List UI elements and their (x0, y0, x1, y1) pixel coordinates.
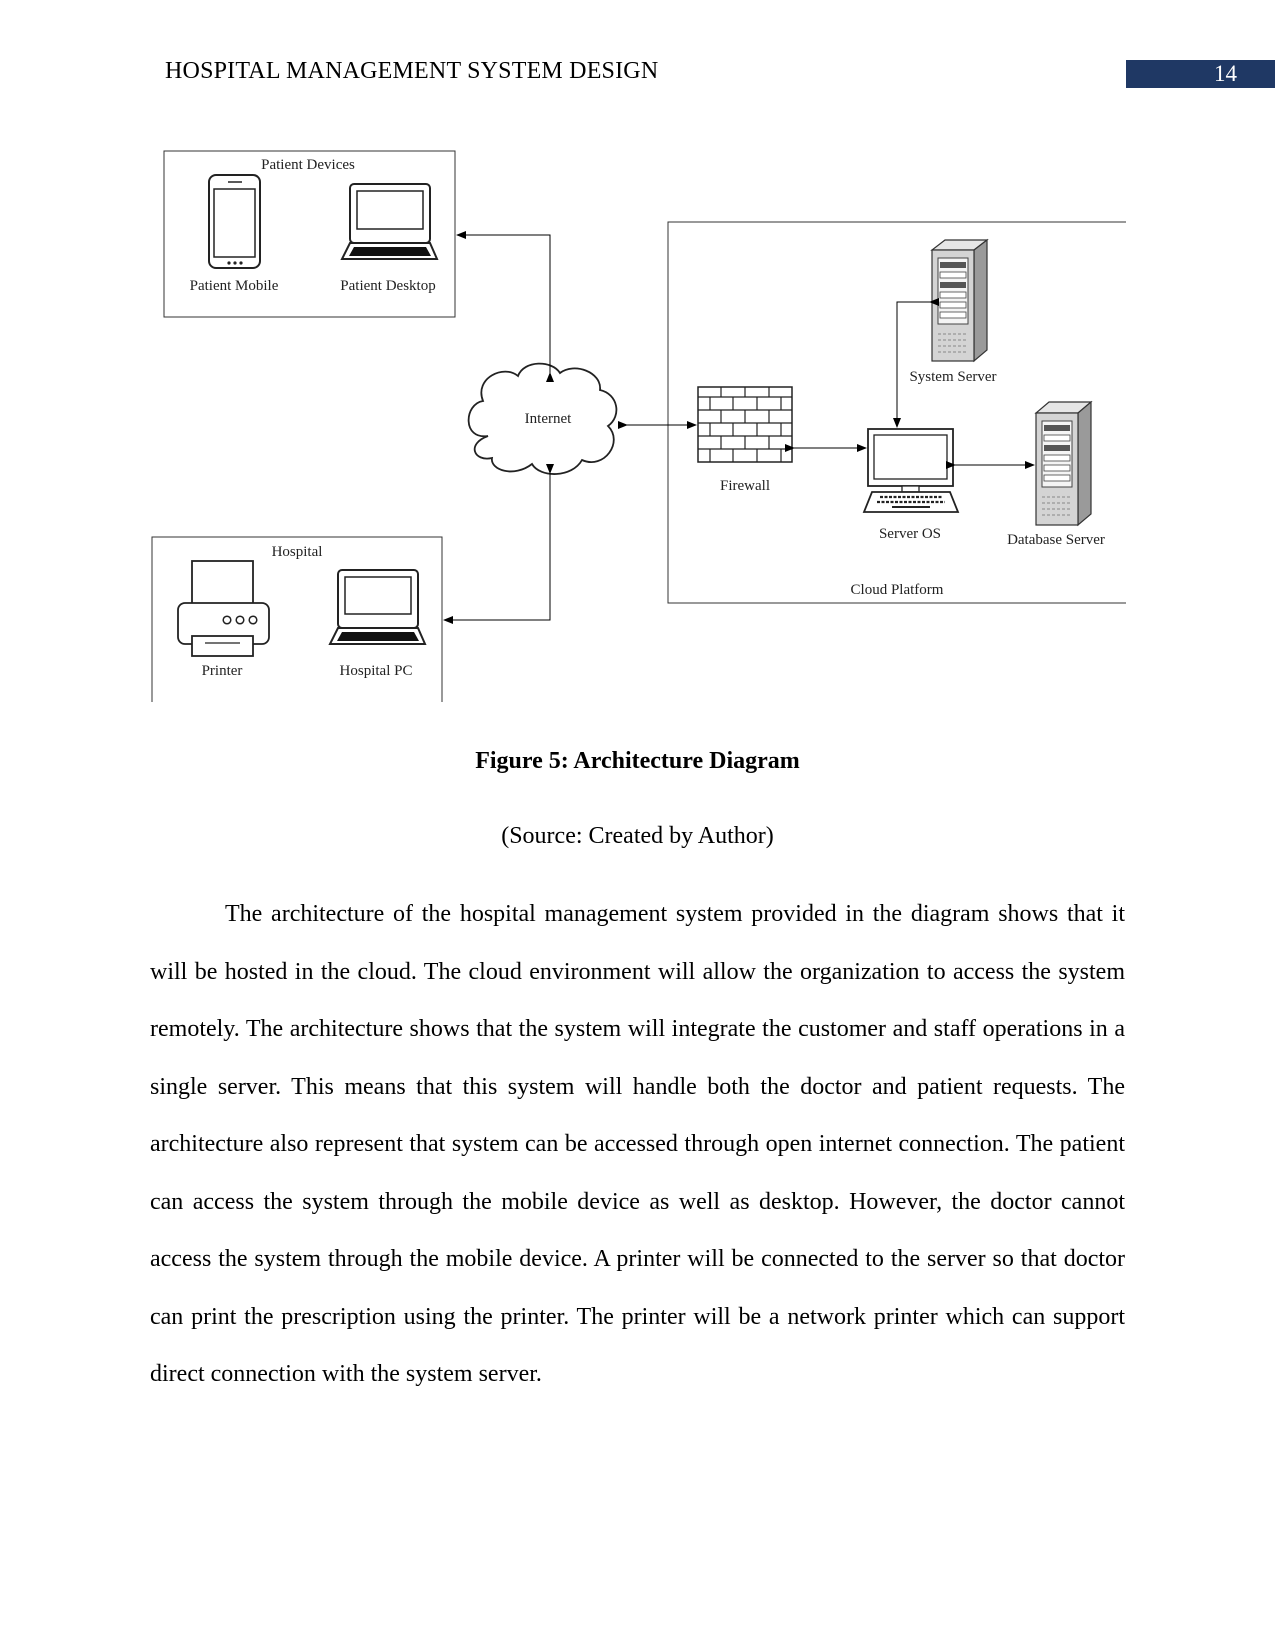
hospital-pc-icon (328, 569, 427, 645)
figure-source: (Source: Created by Author) (501, 823, 774, 849)
architecture-diagram: Patient Devices Patient Mobile Patient D… (151, 150, 1126, 702)
connectors (443, 231, 1035, 624)
printer-icon (177, 560, 270, 657)
server-os-icon (862, 428, 960, 513)
patient-devices-group: Patient Devices Patient Mobile Patient D… (163, 150, 456, 318)
patient-desktop-icon (340, 183, 439, 260)
cloud-platform-group: Cloud Platform Firewall (667, 221, 1126, 604)
figure-caption: Figure 5: Architecture Diagram (475, 748, 800, 774)
patient-mobile-icon (208, 174, 261, 269)
patient-mobile-label: Patient Mobile (190, 278, 279, 294)
firewall-label: Firewall (720, 478, 770, 494)
database-server-icon (1034, 400, 1093, 527)
hospital-group: Hospital Printer Hospital PC (151, 536, 443, 702)
hospital-title: Hospital (272, 544, 323, 560)
server-os-label: Server OS (879, 526, 941, 542)
page-number: 14 (1126, 60, 1275, 88)
internet-label: Internet (525, 411, 572, 427)
cloud-platform-title: Cloud Platform (851, 582, 944, 598)
system-server-icon (930, 238, 989, 363)
firewall-icon (697, 386, 793, 463)
hospital-pc-label: Hospital PC (340, 663, 413, 679)
patient-devices-title: Patient Devices (261, 157, 355, 173)
running-head: HOSPITAL MANAGEMENT SYSTEM DESIGN (165, 58, 659, 84)
system-server-label: System Server (909, 369, 996, 385)
patient-desktop-label: Patient Desktop (340, 278, 435, 294)
body-paragraph: The architecture of the hospital managem… (150, 901, 1125, 1387)
printer-label: Printer (202, 663, 243, 679)
database-server-label: Database Server (1007, 532, 1105, 548)
